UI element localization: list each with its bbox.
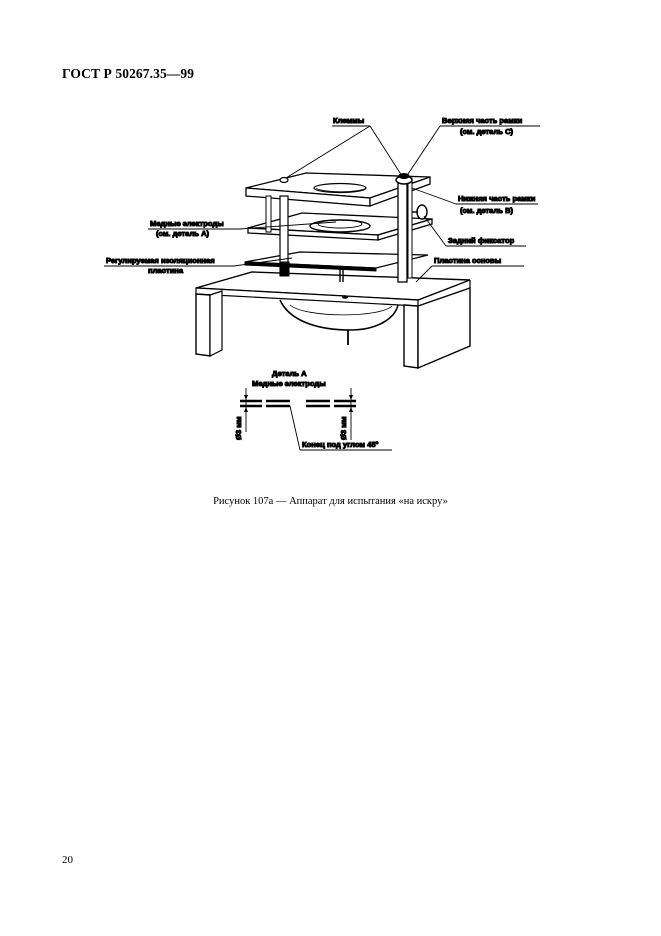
- label-adjustable-plate-1: Регулируемая изоляционная: [106, 256, 215, 265]
- frame-posts: [265, 173, 428, 283]
- base-table: [195, 271, 471, 370]
- label-copper-electrodes-2: (см. деталь А): [156, 229, 210, 238]
- leader-lines: [104, 125, 540, 283]
- detail-a: Деталь А Медные электроды: [240, 369, 392, 451]
- dim-left: Ø3 мм: [234, 416, 243, 440]
- upper-frame-plate: [245, 172, 431, 207]
- detail-title-1: Деталь А: [272, 369, 307, 378]
- label-rear-clamp: Задний фиксатор: [448, 236, 515, 245]
- label-clamps: Клеммы: [333, 116, 364, 125]
- label-lower-frame-2: (см. деталь В): [460, 206, 514, 215]
- label-adjustable-plate-2: пластина: [148, 266, 184, 275]
- tip-note: Конец под углом 45°: [302, 440, 379, 449]
- label-base-plate: Пластина основы: [434, 256, 501, 265]
- detail-title-2: Медные электроды: [252, 379, 326, 388]
- dim-right: Ø3 мм: [339, 416, 348, 440]
- label-upper-frame-2: (см. деталь С): [460, 127, 514, 136]
- page-number: 20: [62, 854, 73, 866]
- standard-id: ГОСТ Р 50267.35—99: [62, 66, 195, 81]
- label-upper-frame-1: Верхняя часть рамки: [442, 116, 523, 125]
- figure-caption: Рисунок 107а — Аппарат для испытания «на…: [213, 496, 448, 507]
- label-copper-electrodes-1: Медные электроды: [150, 219, 224, 228]
- label-lower-frame-1: Нижняя часть рамки: [458, 194, 536, 203]
